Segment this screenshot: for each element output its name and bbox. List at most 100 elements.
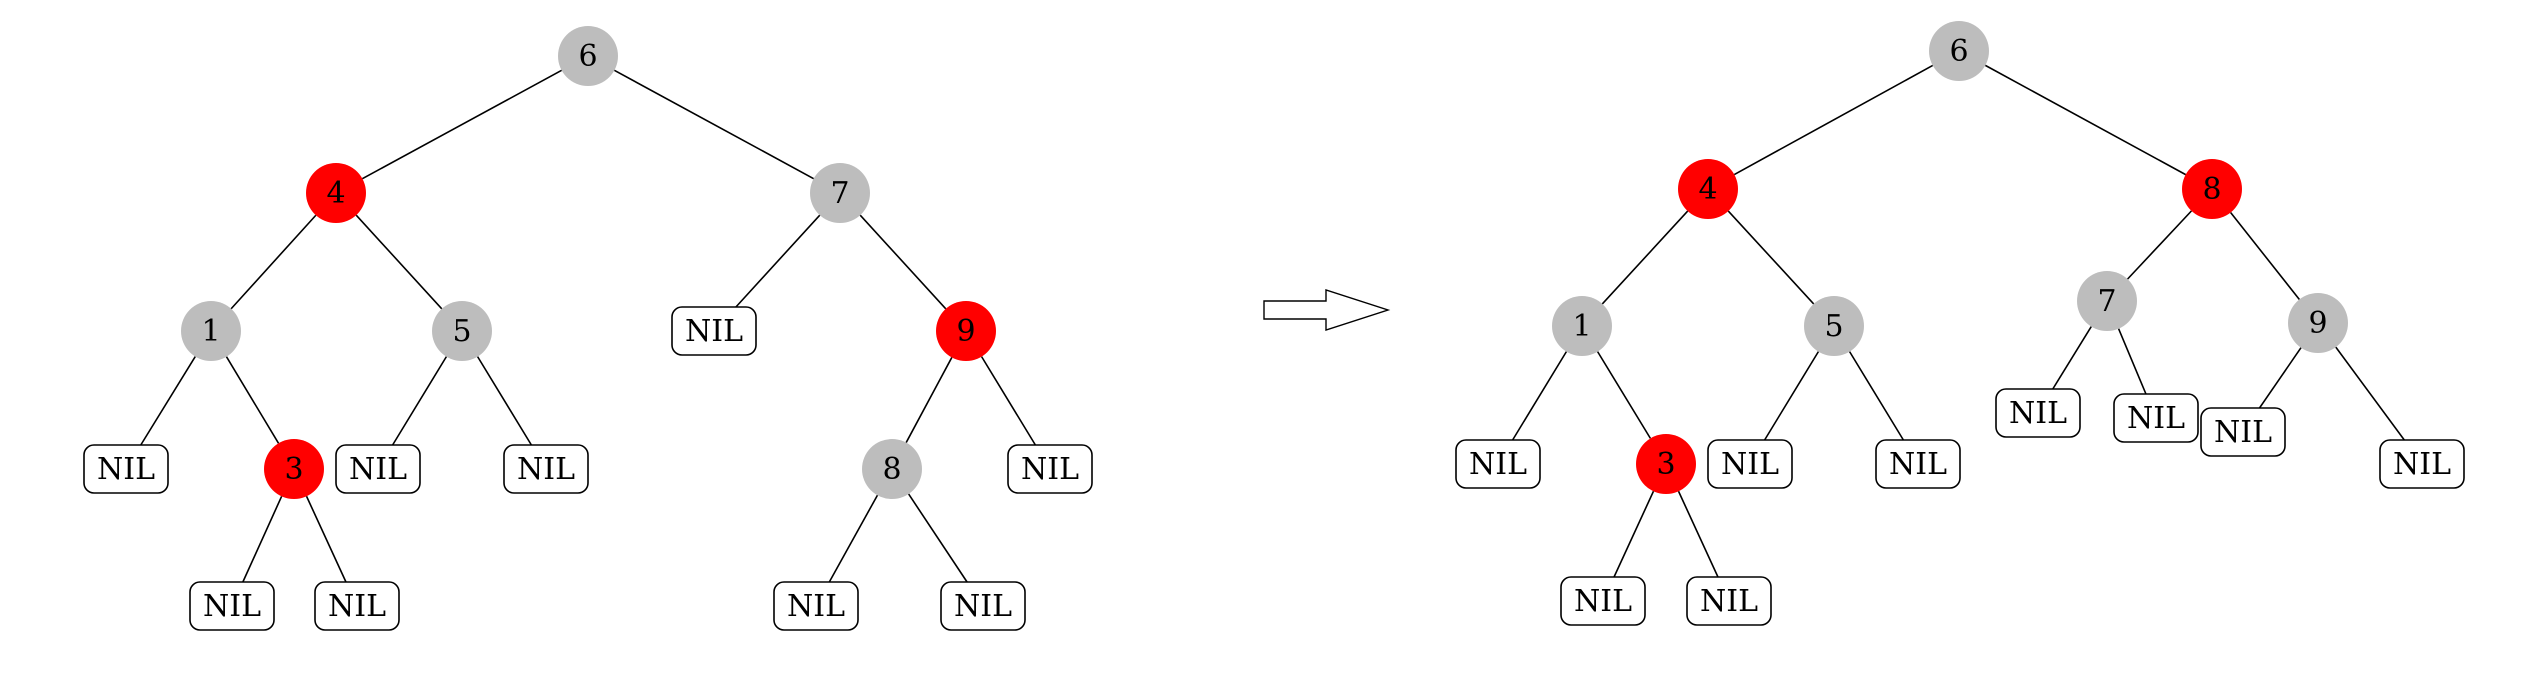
nil-leaf: NIL [1995, 388, 2081, 438]
nil-box [503, 444, 589, 494]
nil-box [773, 581, 859, 631]
node-key-label: 4 [1698, 172, 1717, 207]
red-node-circle [306, 163, 366, 223]
tree-node: 7 [2077, 271, 2137, 331]
black-node-circle [1552, 296, 1612, 356]
nil-label: NIL [1889, 447, 1947, 482]
nil-leaf: NIL [773, 581, 859, 631]
tree-node: 9 [2288, 293, 2348, 353]
tree-edge [859, 214, 947, 310]
tree-after-edges [1511, 64, 2405, 578]
nil-box [189, 581, 275, 631]
nil-box [1707, 439, 1793, 489]
tree-node: 1 [1552, 296, 1612, 356]
node-key-label: 7 [830, 176, 849, 211]
tree-edge [355, 214, 443, 310]
tree-node: 5 [1804, 296, 1864, 356]
nil-leaf: NIL [1560, 576, 1646, 626]
nil-leaf: NIL [671, 306, 757, 356]
node-key-label: 6 [578, 39, 597, 74]
node-key-label: 9 [2308, 306, 2327, 341]
tree-before-edges [140, 69, 1037, 583]
nil-leaf: NIL [83, 444, 169, 494]
nil-box [940, 581, 1026, 631]
black-node-circle [2077, 271, 2137, 331]
node-key-label: 8 [882, 452, 901, 487]
tree-node: 3 [264, 439, 324, 499]
black-node-circle [432, 301, 492, 361]
tree-edge [476, 356, 533, 446]
nil-label: NIL [1021, 452, 1079, 487]
tree-edge [907, 493, 968, 583]
black-node-circle [1804, 296, 1864, 356]
tree-node: 9 [936, 301, 996, 361]
nil-box [1007, 444, 1093, 494]
nil-label: NIL [1574, 584, 1632, 619]
nil-box [2200, 407, 2286, 457]
nil-leaf: NIL [1455, 439, 1541, 489]
transition-arrow [1263, 289, 1391, 331]
nil-leaf: NIL [189, 581, 275, 631]
nil-label: NIL [1700, 584, 1758, 619]
right-arrow-icon [1263, 289, 1391, 331]
tree-node: 8 [862, 439, 922, 499]
nil-leaf: NIL [314, 581, 400, 631]
tree-node: 8 [2182, 159, 2242, 219]
nil-label: NIL [2214, 415, 2272, 450]
tree-edge [1601, 210, 1689, 305]
tree-edge [1763, 351, 1820, 441]
node-key-label: 8 [2202, 172, 2221, 207]
node-key-label: 4 [326, 176, 345, 211]
tree-edge [905, 357, 953, 443]
red-node-circle [1636, 434, 1696, 494]
tree-node: 6 [558, 26, 618, 86]
red-node-circle [936, 301, 996, 361]
tree-node: 4 [1678, 159, 1738, 219]
tree-edge [2335, 346, 2405, 441]
tree-edge [1727, 210, 1815, 305]
nil-label: NIL [328, 589, 386, 624]
nil-label: NIL [2393, 447, 2451, 482]
red-node-circle [2182, 159, 2242, 219]
tree-node: 4 [306, 163, 366, 223]
tree-node: 1 [181, 301, 241, 361]
nil-leaf: NIL [1686, 576, 1772, 626]
tree-edge [391, 356, 448, 446]
tree-edge [1677, 490, 1719, 578]
nil-box [314, 581, 400, 631]
tree-edge [2229, 212, 2301, 300]
nil-leaf: NIL [2379, 439, 2465, 489]
nil-label: NIL [685, 314, 743, 349]
nil-box [1560, 576, 1646, 626]
node-key-label: 1 [1572, 309, 1591, 344]
tree-edge [735, 214, 821, 308]
nil-label: NIL [349, 452, 407, 487]
tree-edge [1733, 64, 1934, 176]
node-key-label: 9 [956, 314, 975, 349]
node-key-label: 6 [1949, 34, 1968, 69]
tree-edge [613, 69, 815, 180]
nil-leaf: NIL [503, 444, 589, 494]
red-node-circle [264, 439, 324, 499]
nil-leaf: NIL [1875, 439, 1961, 489]
tree-edge [242, 496, 283, 583]
black-node-circle [2288, 293, 2348, 353]
tree-edge [361, 69, 563, 180]
tree-node: 3 [1636, 434, 1696, 494]
nil-leaf: NIL [2200, 407, 2286, 457]
nil-label: NIL [517, 452, 575, 487]
tree-edge [225, 356, 280, 444]
nil-box [1995, 388, 2081, 438]
black-node-circle [810, 163, 870, 223]
nil-label: NIL [97, 452, 155, 487]
tree-edge [980, 356, 1037, 446]
nil-box [671, 306, 757, 356]
nil-label: NIL [2127, 401, 2185, 436]
nil-box [1875, 439, 1961, 489]
tree-edge [2258, 347, 2302, 409]
nil-label: NIL [2009, 396, 2067, 431]
